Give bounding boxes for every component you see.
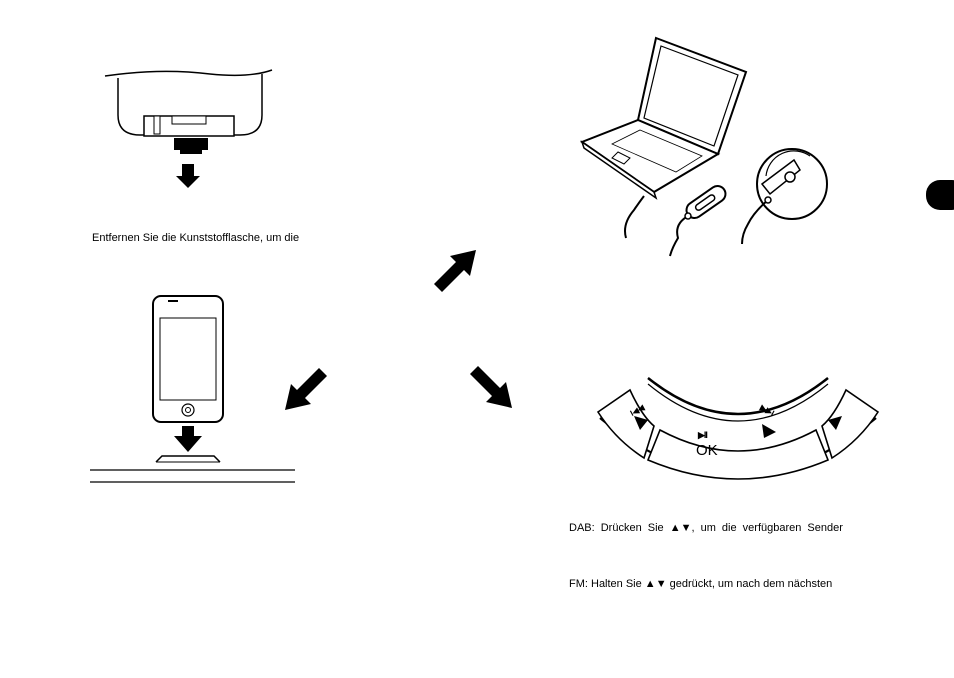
arrow-down-left-icon xyxy=(285,368,327,410)
ok-button-label: OK xyxy=(696,442,718,459)
arrow-down-right-icon xyxy=(470,366,512,408)
laptop-players-illustration xyxy=(579,36,828,257)
dock-adapter-caption: Entfernen Sie die Kunststofflasche, um d… xyxy=(92,232,300,244)
arrow-up-right-icon xyxy=(434,250,476,292)
dab-caption: DAB: Drücken Sie ▲▼, um die verfügbaren … xyxy=(569,522,843,534)
dock-adapter-illustration xyxy=(104,69,273,188)
fm-caption: FM: Halten Sie ▲▼ gedrückt, um nach dem … xyxy=(569,578,833,590)
chapter-tab xyxy=(926,180,954,210)
control-panel-illustration xyxy=(596,377,880,480)
ipod-dock-illustration xyxy=(90,295,295,483)
play-pause-icon: ▶II xyxy=(698,430,708,440)
